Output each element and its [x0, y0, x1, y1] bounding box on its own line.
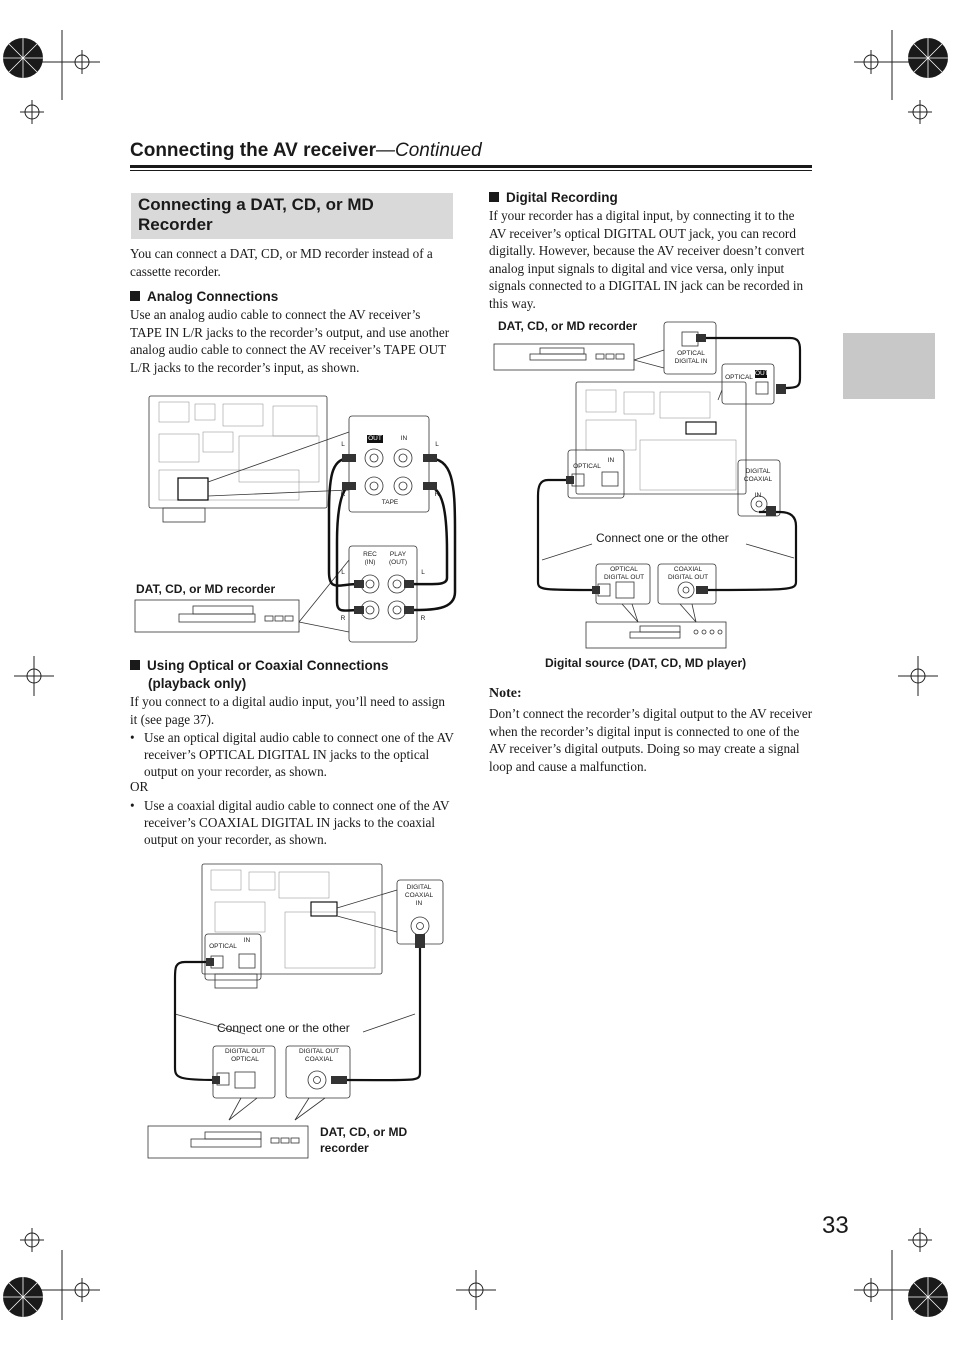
header-rule-thin	[130, 170, 812, 171]
square-bullet-icon	[130, 291, 140, 301]
optical-in-port-label: IN	[607, 457, 615, 464]
digital-recording-body: If your recorder has a digital input, by…	[489, 208, 805, 311]
square-bullet-icon	[130, 660, 140, 670]
optical-in-label: IN	[243, 937, 251, 944]
digital-recording-diagram	[493, 321, 802, 649]
optical-out-label: OPTICAL	[725, 374, 753, 381]
tape-label: TAPE	[381, 499, 399, 506]
receiver-rear-panel	[148, 395, 328, 509]
section-title-box	[131, 193, 453, 239]
optical-label: OPTICAL	[209, 943, 237, 950]
optical-coax-heading: Using Optical or Coaxial Connections(pla…	[130, 657, 450, 693]
page-number: 33	[822, 1212, 849, 1239]
rec-l-label: L	[341, 569, 345, 576]
recorder-box	[134, 599, 300, 633]
digital-connect-note: Connect one or the other	[596, 531, 729, 545]
or-text: OR	[130, 779, 149, 794]
coaxial-bullet: •Use a coaxial digital audio cable to co…	[130, 798, 450, 847]
receiver-rear-panel	[575, 381, 747, 495]
digital-recorder-label: DAT, CD, or MD recorder	[498, 319, 638, 333]
header-rule	[130, 165, 812, 168]
chapter-tab	[843, 333, 935, 399]
rec-label: REC(IN)	[363, 551, 377, 566]
optical-bullet: •Use an optical digital audio cable to c…	[130, 730, 454, 779]
tape-l-label: L	[341, 441, 345, 448]
receiver-foot	[162, 507, 206, 523]
optical-in-label: OPTICAL	[573, 463, 601, 470]
square-bullet-icon	[489, 192, 499, 202]
section-intro: You can connect a DAT, CD, or MD recorde…	[130, 246, 433, 279]
analog-heading: Analog Connections	[130, 288, 278, 306]
digital-recording-heading: Digital Recording	[489, 189, 618, 207]
play-label: PLAY(OUT)	[388, 551, 408, 566]
digital-source-box	[585, 621, 727, 649]
tape-in-label: IN	[400, 435, 408, 442]
out-label: OUT	[755, 370, 769, 378]
note-heading: Note:	[489, 686, 522, 701]
page-header-title: Connecting the AV receiver—Continued	[130, 140, 482, 161]
rec-r-label: R	[340, 615, 346, 622]
tape-r-label: R	[340, 491, 346, 498]
digital-source-label: Digital source (DAT, CD, MD player)	[545, 656, 747, 670]
section-title: Connecting a DAT, CD, or MD Recorder	[138, 195, 374, 234]
play-r-label: R	[420, 615, 426, 622]
analog-body: Use an analog audio cable to connect the…	[130, 307, 450, 375]
playback-digital-diagram	[147, 863, 444, 1159]
tape-l-label-right: L	[435, 441, 439, 448]
recorder-box	[493, 343, 635, 371]
note-body: Don’t connect the recorder’s digital out…	[489, 706, 813, 774]
playback-connect-note: Connect one or the other	[217, 1021, 350, 1035]
optical-coax-body: If you connect to a digital audio input,…	[130, 694, 445, 727]
analog-connection-diagram	[134, 395, 457, 643]
tape-r-label-right: R	[434, 491, 440, 498]
analog-recorder-label: DAT, CD, or MD recorder	[136, 582, 276, 596]
tape-out-label: OUT	[367, 435, 383, 443]
tape-jack-block	[177, 477, 209, 501]
play-l-label: L	[421, 569, 425, 576]
receiver-rear-panel	[201, 863, 383, 975]
recorder-box	[147, 1125, 309, 1159]
